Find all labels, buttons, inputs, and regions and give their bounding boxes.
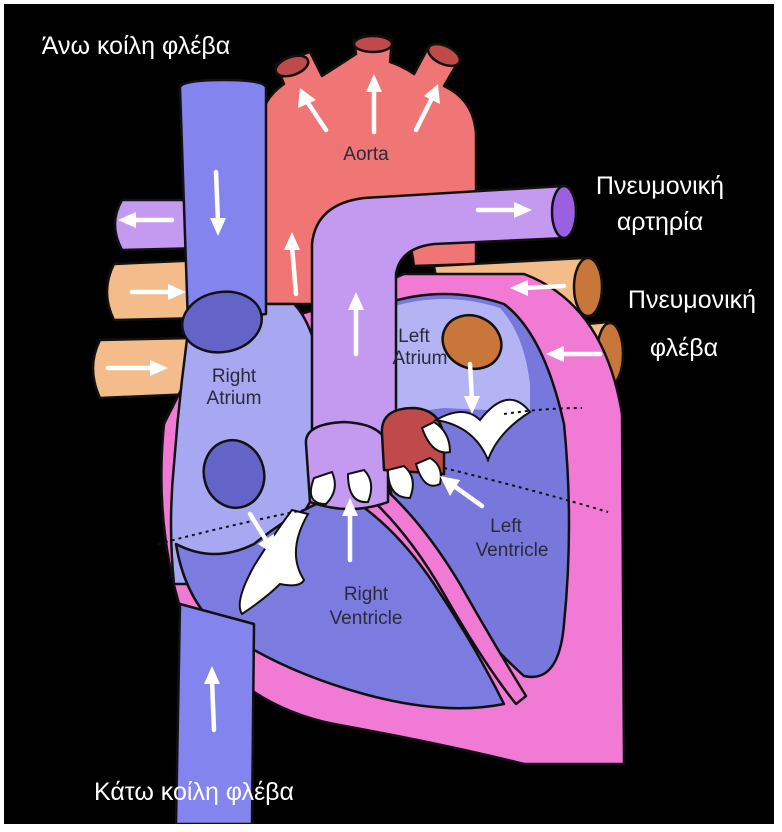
left-ventricle-label-line1: Left [490, 516, 522, 537]
aorta-label: Aorta [343, 144, 389, 165]
heart-diagram-frame: Aorta [4, 4, 774, 824]
left-atrium-label-line1: Left [398, 326, 430, 347]
pulmonary-vein-label-line1: Πνευμονική [628, 286, 756, 314]
right-ventricle-label-line1: Right [344, 584, 389, 605]
inferior-vena-cava-label: Κάτω κοίλη φλέβα [94, 778, 294, 806]
heart-diagram: Aorta [4, 4, 774, 824]
right-atrium-label-line2: Atrium [207, 388, 262, 409]
superior-vena-cava-label: Άνω κοίλη φλέβα [42, 32, 230, 60]
left-ventricle-label-line2: Ventricle [476, 540, 549, 561]
pulmonary-vein-label-line2: φλέβα [650, 334, 718, 362]
right-ventricle-label-line2: Ventricle [330, 608, 403, 629]
left-atrium-label-line2: Atrium [393, 348, 448, 369]
right-atrium-label-line1: Right [212, 366, 257, 387]
pulmonary-artery-label-line2: αρτηρία [617, 208, 703, 236]
pulmonary-artery-label-line1: Πνευμονική [596, 172, 724, 200]
